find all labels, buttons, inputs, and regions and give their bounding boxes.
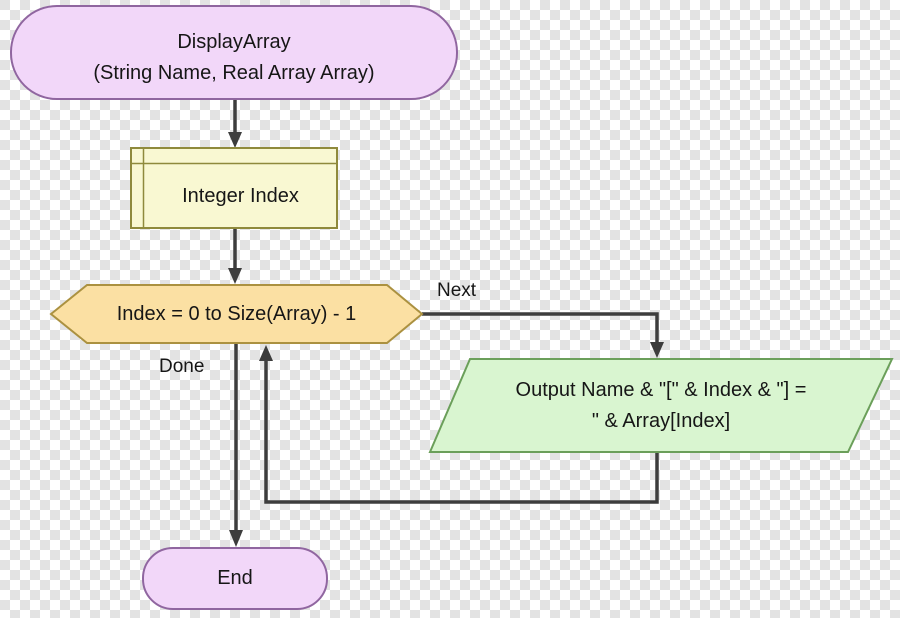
node-start-shape: [10, 5, 458, 100]
node-end-shape: [142, 547, 328, 610]
arrow-loop-to-end: [229, 343, 243, 547]
arrow-output-to-loop: [259, 345, 659, 504]
node-loop-shape: [49, 284, 424, 344]
arrow-loop-to-output: [422, 312, 664, 358]
node-declare-shape: [130, 147, 338, 229]
arrow-declare-to-loop: [228, 228, 242, 284]
arrow-start-to-declare: [228, 100, 242, 148]
node-output-shape: [428, 358, 894, 453]
